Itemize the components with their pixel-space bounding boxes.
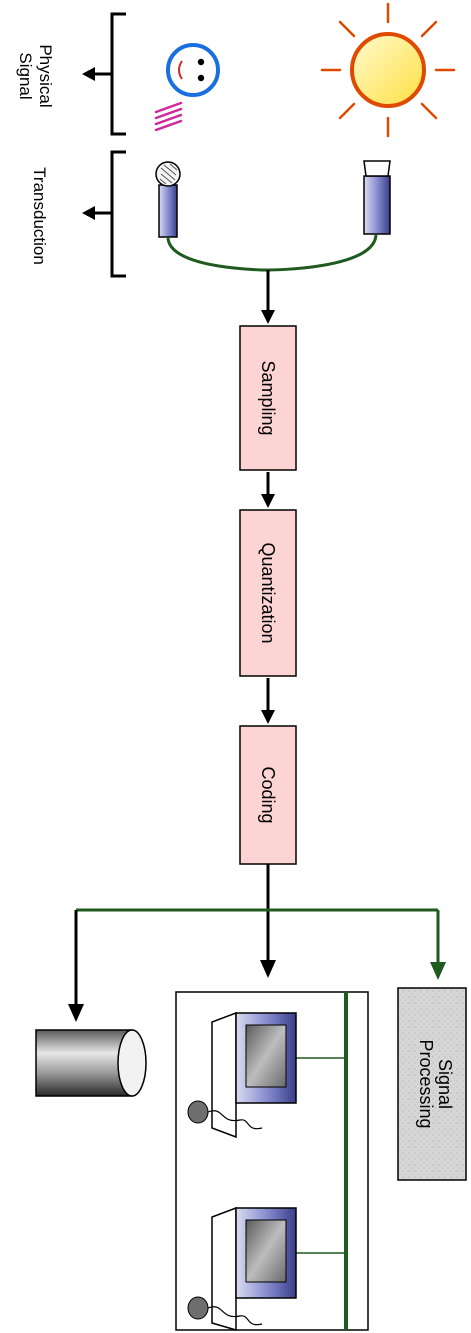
pipeline-arrows — [261, 270, 275, 724]
quantization-step: Quantization — [239, 509, 297, 677]
mouse-icon — [187, 1100, 263, 1130]
transduction-label-group: Transduction — [30, 167, 49, 265]
quantization-label: Quantization — [258, 542, 278, 643]
physical-signal-label-group: Physical Signal — [16, 44, 55, 107]
signal-processing-label-line1: Signal — [435, 1059, 455, 1109]
physical-signal-bracket — [82, 12, 126, 136]
coding-label: Coding — [258, 766, 278, 823]
sound-wave-icon — [154, 101, 183, 132]
physical-signal-label-line2: Signal — [16, 52, 35, 99]
storage-cylinder-icon — [35, 1029, 147, 1097]
physical-signal-label-line1: Physical — [36, 44, 55, 107]
computer-icon — [211, 1206, 297, 1331]
transduction-label: Transduction — [30, 167, 49, 265]
distribution-connectors — [68, 864, 446, 1022]
computer-network — [175, 991, 369, 1331]
sampling-label: Sampling — [258, 360, 278, 435]
signal-processing-label-line2: Processing — [416, 1039, 436, 1128]
sampling-step: Sampling — [239, 325, 297, 471]
mouse-icon — [187, 1296, 263, 1326]
coding-step: Coding — [239, 725, 297, 865]
transduction-bracket — [82, 150, 126, 278]
sun-icon — [320, 2, 456, 138]
face-icon — [166, 43, 220, 97]
transducer-merge-connector — [166, 233, 378, 272]
signal-processing-step: Signal Processing — [397, 987, 467, 1181]
camera-icon — [363, 160, 391, 235]
computer-icon — [211, 1011, 297, 1139]
microphone-icon — [155, 161, 181, 238]
